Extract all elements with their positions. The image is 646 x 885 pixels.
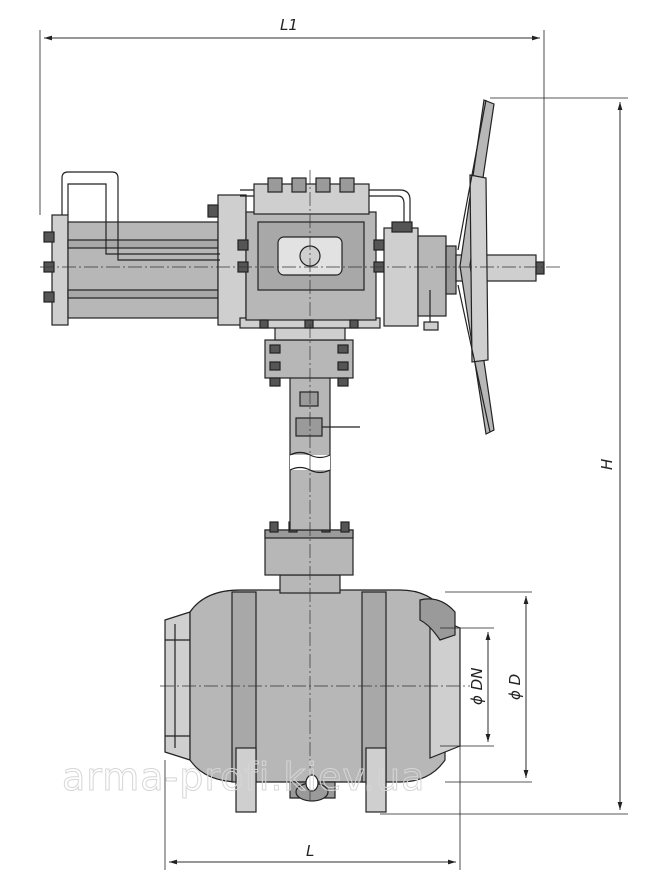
dim-label-dn: ϕ DN (468, 668, 486, 705)
center-lines (40, 170, 560, 800)
actuator-cylinder (43, 194, 247, 326)
dimensions (39, 30, 628, 870)
hydraulic-pipes (61, 171, 411, 261)
watermark: arma-profi.kiev.ua (62, 755, 425, 799)
bonnet-flange (264, 507, 354, 594)
upper-flange (264, 324, 354, 387)
dim-label-d: ϕ D (506, 674, 524, 700)
dim-label-l: L (306, 842, 314, 860)
dim-label-h: H (598, 459, 616, 470)
stem-column (289, 374, 360, 531)
gearbox (237, 177, 385, 329)
dim-label-l1: L1 (280, 16, 298, 34)
